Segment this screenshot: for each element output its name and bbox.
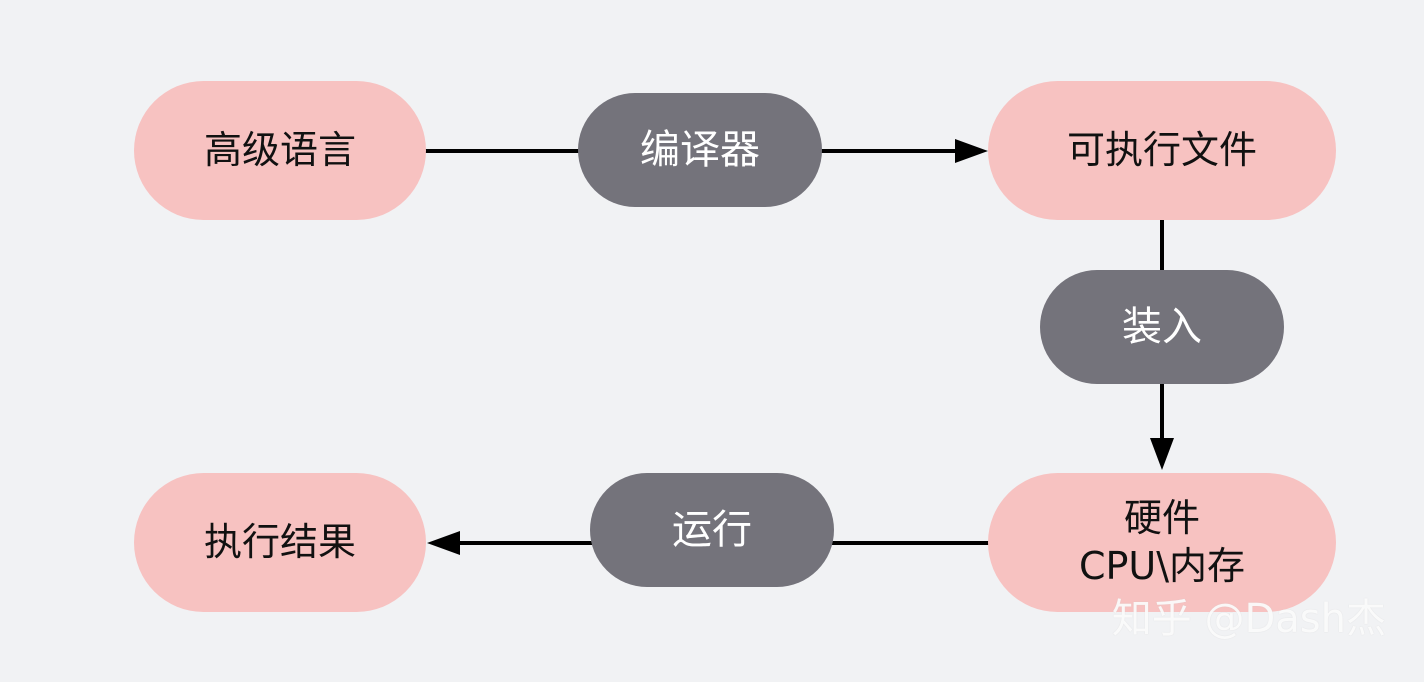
arrowhead-to-result: [427, 531, 460, 555]
node-load: 装入: [1040, 270, 1284, 384]
node-executable-file-label: 可执行文件: [1066, 127, 1257, 172]
node-high-level-language: 高级语言: [134, 81, 426, 220]
node-compiler: 编译器: [578, 93, 822, 207]
node-hardware: 硬件 CPU\内存: [988, 473, 1336, 612]
node-run-label: 运行: [672, 507, 752, 553]
node-compiler-label: 编译器: [640, 127, 760, 173]
node-execution-result: 执行结果: [134, 473, 426, 612]
node-hardware-label: 硬件 CPU\内存: [1078, 496, 1246, 588]
node-executable-file: 可执行文件: [988, 81, 1336, 220]
arrowhead-to-executable: [955, 139, 988, 163]
node-load-label: 装入: [1122, 304, 1202, 350]
node-run: 运行: [590, 473, 834, 587]
arrowhead-to-hardware: [1150, 438, 1174, 470]
node-execution-result-label: 执行结果: [203, 519, 356, 564]
watermark: 知乎 @Dash杰: [1111, 596, 1386, 642]
node-high-level-language-label: 高级语言: [203, 127, 356, 172]
